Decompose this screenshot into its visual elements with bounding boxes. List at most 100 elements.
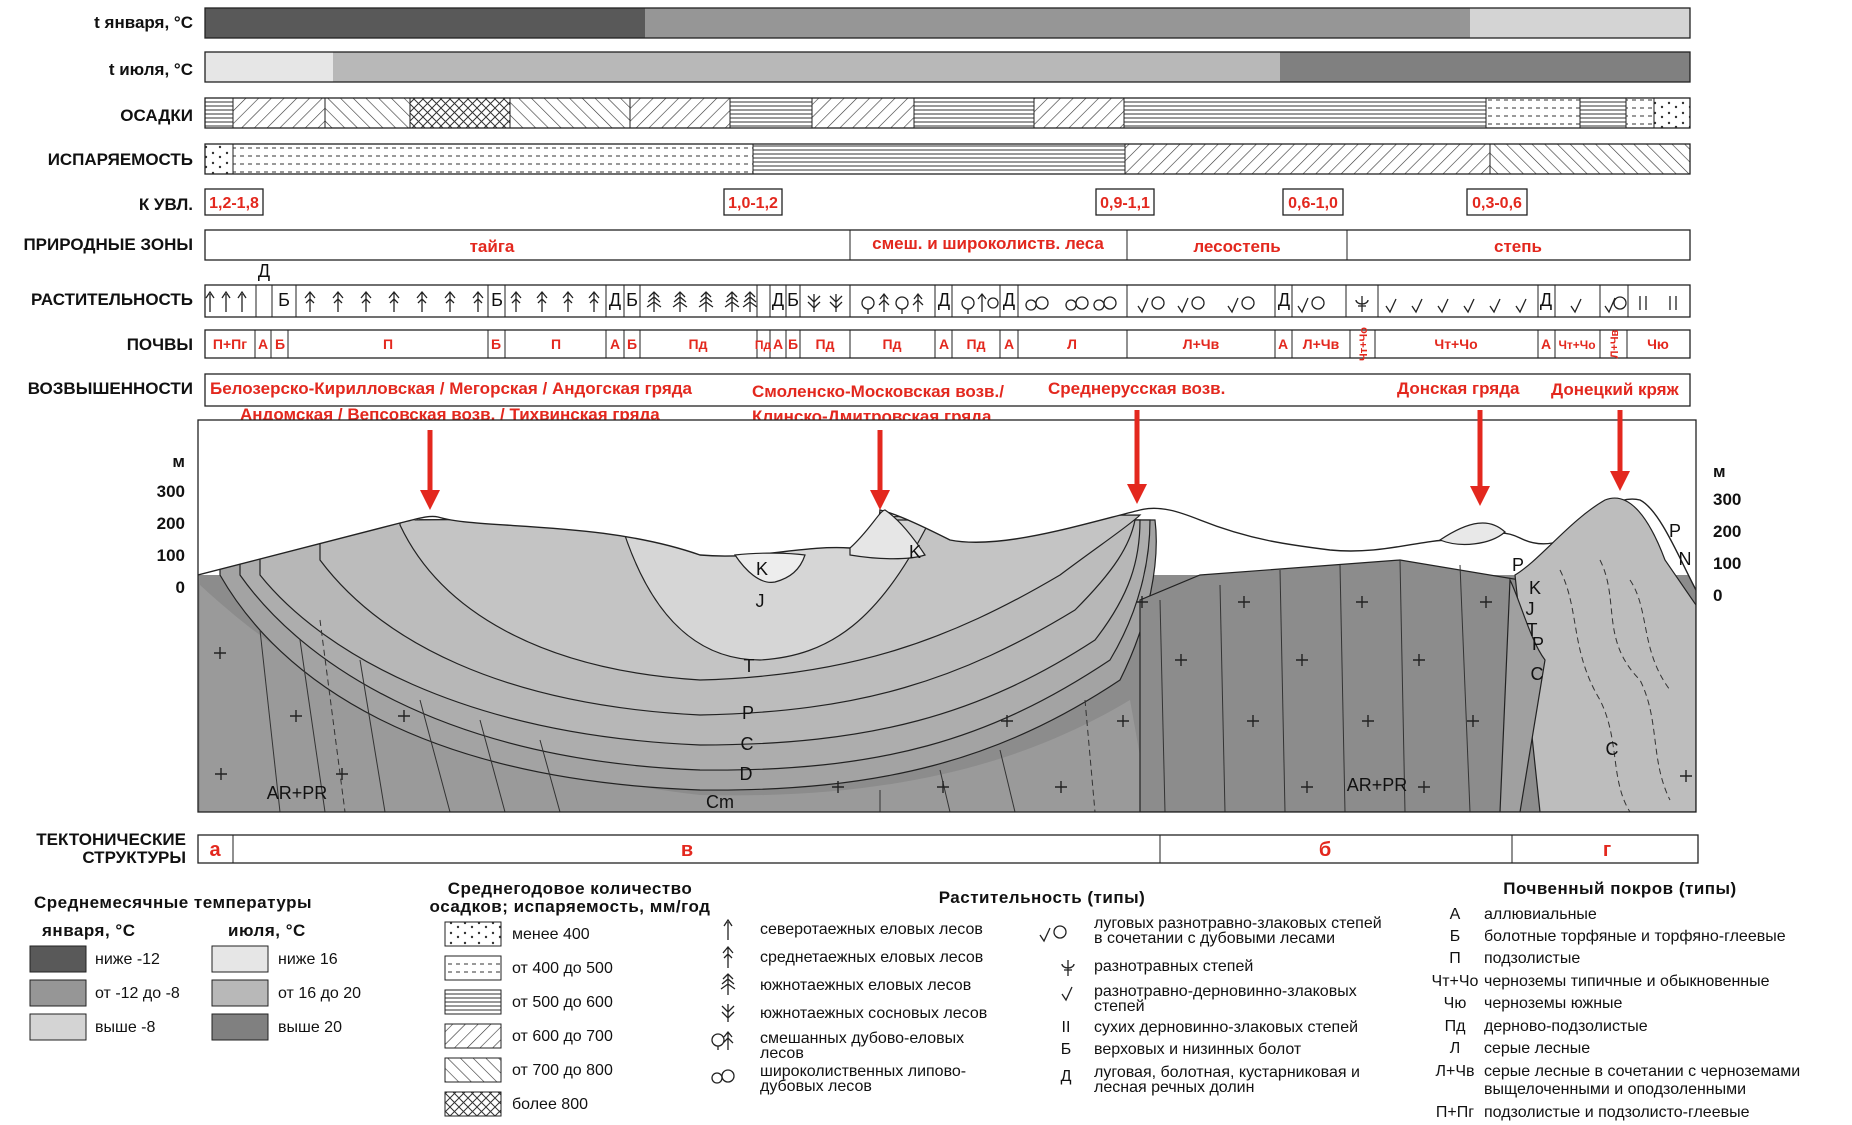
forb-steppe-icon — [1061, 960, 1075, 976]
legend-soils: Почвенный покров (типы) А Б П Чт+Чо Чю П… — [1432, 879, 1801, 1121]
mid-taiga-icon — [722, 945, 734, 968]
legend-vegetation: Растительность (типы) северотаежных елов… — [711, 888, 1382, 1096]
legend-precip-item: от 600 до 700 — [512, 1028, 613, 1045]
legend-veg-item: южнотаежных еловых лесов — [760, 977, 971, 994]
tectonic-label: а — [209, 839, 221, 861]
soil-code: Б — [627, 336, 637, 352]
legend-precip-item: от 700 до 800 — [512, 1062, 613, 1079]
pine-icon — [721, 1004, 735, 1022]
height-label-1: Белозерско-Кирилловская / Мегорская / Ан… — [210, 379, 693, 398]
zone-mixed-forests: смеш. и широколиств. леса — [872, 234, 1104, 253]
legend-temp-jan-1: ниже -12 — [95, 951, 160, 968]
row-labels: t января, °C t июля, °C ОСАДКИ ИСПАРЯЕМО… — [23, 13, 193, 867]
legend-soil-code: Пд — [1445, 1018, 1467, 1035]
legend-temp-jan-swatch — [29, 1013, 87, 1041]
stratum-label: P — [742, 703, 754, 723]
legend-soil-text: дерново-подзолистые — [1484, 1018, 1648, 1035]
stratum-label: C — [1531, 664, 1544, 684]
legend-temp-jan-swatch — [29, 979, 87, 1007]
legend-veg-item: верховых и низинных болот — [1094, 1041, 1302, 1058]
veg-north-taiga-icons — [205, 290, 247, 312]
meadow-steppe-icon — [1039, 925, 1067, 943]
stratum-label: T — [1527, 620, 1538, 640]
evap-bar — [204, 143, 1691, 175]
stratum-label: J — [1526, 599, 1535, 619]
kuvl-value-1: 1,2-1,8 — [209, 195, 259, 212]
veg-meadow-steppe-icons — [1137, 296, 1627, 314]
stratum-label: P — [1669, 521, 1681, 541]
row-label-jul: t июля, °C — [109, 60, 193, 79]
kuvl-value-2: 1,0-1,2 — [728, 195, 778, 212]
legend-soil-code: Л+Чв — [1435, 1063, 1474, 1080]
soil-code: Л — [1067, 336, 1077, 352]
soil-code-vertical: Л+Чв — [1609, 329, 1621, 358]
steppe-icon — [1061, 986, 1073, 1002]
soil-code: А — [939, 336, 949, 352]
soil-code: Пд — [816, 336, 835, 352]
soil-code: Б — [788, 336, 798, 352]
axis-tick: 0 — [176, 578, 185, 597]
kuvl-box-1 — [204, 188, 264, 216]
stratum-label: T — [744, 656, 755, 676]
veg-row: Д — [204, 261, 1691, 318]
legend-veg-item: среднетаежных еловых лесов — [760, 949, 983, 966]
veg-steppe-icons — [1385, 298, 1582, 314]
legend-soil-code: А — [1450, 906, 1461, 923]
tectonic-label: б — [1319, 839, 1331, 861]
zone-taiga: тайга — [470, 237, 515, 256]
stratum-label: P — [1532, 634, 1544, 654]
kuvl-box-4 — [1282, 188, 1344, 216]
legend-temp-jul-swatch — [211, 945, 269, 973]
stratum-label: N — [1679, 549, 1692, 569]
legend-soil-code: П — [1449, 950, 1461, 967]
legend-precipitation: Среднегодовое количество осадков; испаря… — [430, 879, 710, 1117]
veg-forb-steppe-icon — [1355, 296, 1369, 312]
stratum-label: D — [740, 764, 753, 784]
axis-tick: 100 — [157, 546, 185, 565]
legend-veg-item: смешанных дубово-еловых — [760, 1030, 964, 1047]
north-taiga-icon — [723, 918, 733, 940]
legend-veg-item: северотаежных еловых лесов — [760, 921, 983, 938]
soil-code: А — [1541, 336, 1551, 352]
soil-code: Л+Чв — [1183, 336, 1220, 352]
legend-soil-text: подзолистые — [1484, 950, 1580, 967]
legend-veg-item: разнотравных степей — [1094, 958, 1253, 975]
axis-tick: 200 — [157, 514, 185, 533]
legend-temp-jul-swatch — [211, 1013, 269, 1041]
veg-code: Д — [1003, 290, 1015, 310]
soil-code: Чт+Чо — [1558, 338, 1595, 352]
legend-soil-code: Л — [1450, 1040, 1461, 1057]
soil-code: Б — [491, 336, 501, 352]
height-label-3: Среднерусская возв. — [1048, 379, 1225, 398]
veg-code: Д — [609, 290, 621, 310]
legend-temp-jan-head: января, °C — [41, 921, 135, 940]
legend-temp-jul-head: июля, °C — [228, 921, 306, 940]
legend-veg-item: разнотравно-дерновинно-злаковых — [1094, 983, 1357, 1000]
axis-unit-right: м — [1713, 462, 1726, 481]
axis-tick: 0 — [1713, 586, 1722, 605]
kuvl-box-2 — [723, 188, 783, 216]
broadleaf-icon — [711, 1069, 735, 1084]
legend-veg-item: лесная речных долин — [1094, 1079, 1254, 1096]
legend-soil-title: Почвенный покров (типы) — [1503, 879, 1736, 898]
row-label-veg: РАСТИТЕЛЬНОСТЬ — [31, 290, 193, 309]
legend-precip-item: более 800 — [512, 1096, 588, 1113]
elevation-axis-left: м 300 200 100 0 — [157, 452, 185, 597]
height-label-5: Донецкий кряж — [1551, 380, 1680, 399]
veg-code: Д — [1278, 290, 1290, 310]
stratum-label: P — [1512, 555, 1524, 575]
stratum-label: K — [1529, 578, 1541, 598]
veg-code: Б — [278, 290, 290, 310]
soil-code: Б — [275, 336, 285, 352]
elevation-axis-right: м 300 200 100 0 — [1713, 462, 1741, 605]
stratum-label: Cm — [706, 792, 734, 812]
legend-temp-title: Среднемесячные температуры — [34, 893, 312, 912]
veg-south-taiga-spruce-icons — [646, 291, 758, 312]
soil-code: Пд — [689, 336, 708, 352]
legend-veg-title: Растительность (типы) — [939, 888, 1146, 907]
legend-temp-jul-swatch — [211, 979, 269, 1007]
soil-code: А — [258, 336, 268, 352]
row-label-jan: t января, °C — [94, 13, 193, 32]
veg-mid-taiga-icons — [304, 290, 600, 312]
